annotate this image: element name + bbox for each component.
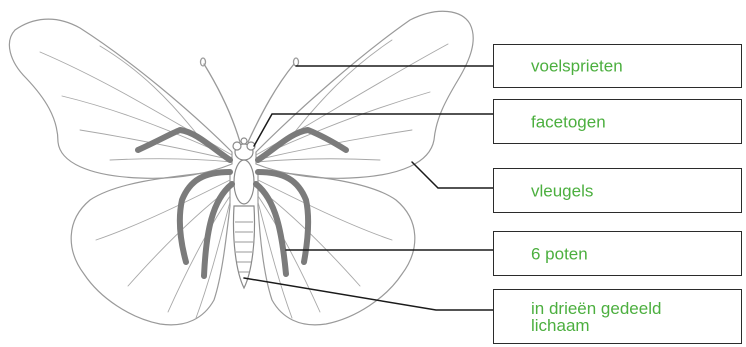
left-eye: [233, 142, 241, 150]
label-vleugels: vleugels: [531, 182, 593, 199]
label-facetogen: facetogen: [531, 113, 606, 130]
label-box-6-poten: 6 poten: [493, 231, 742, 276]
left-forewing: [9, 19, 232, 178]
label-6-poten: 6 poten: [531, 245, 588, 262]
thorax: [234, 160, 254, 204]
leader-vleugels: [412, 162, 493, 188]
abdomen: [233, 206, 254, 288]
right-antenna: [248, 64, 294, 142]
label-box-vleugels: vleugels: [493, 168, 742, 213]
label-box-voelsprieten: voelsprieten: [493, 44, 742, 88]
leader-lichaam: [244, 278, 493, 310]
right-forewing: [256, 11, 473, 178]
label-lichaam: in drieën gedeeld lichaam: [531, 300, 661, 334]
label-box-lichaam: in drieën gedeeld lichaam: [493, 289, 742, 344]
label-box-facetogen: facetogen: [493, 99, 742, 144]
label-voelsprieten: voelsprieten: [531, 58, 623, 75]
